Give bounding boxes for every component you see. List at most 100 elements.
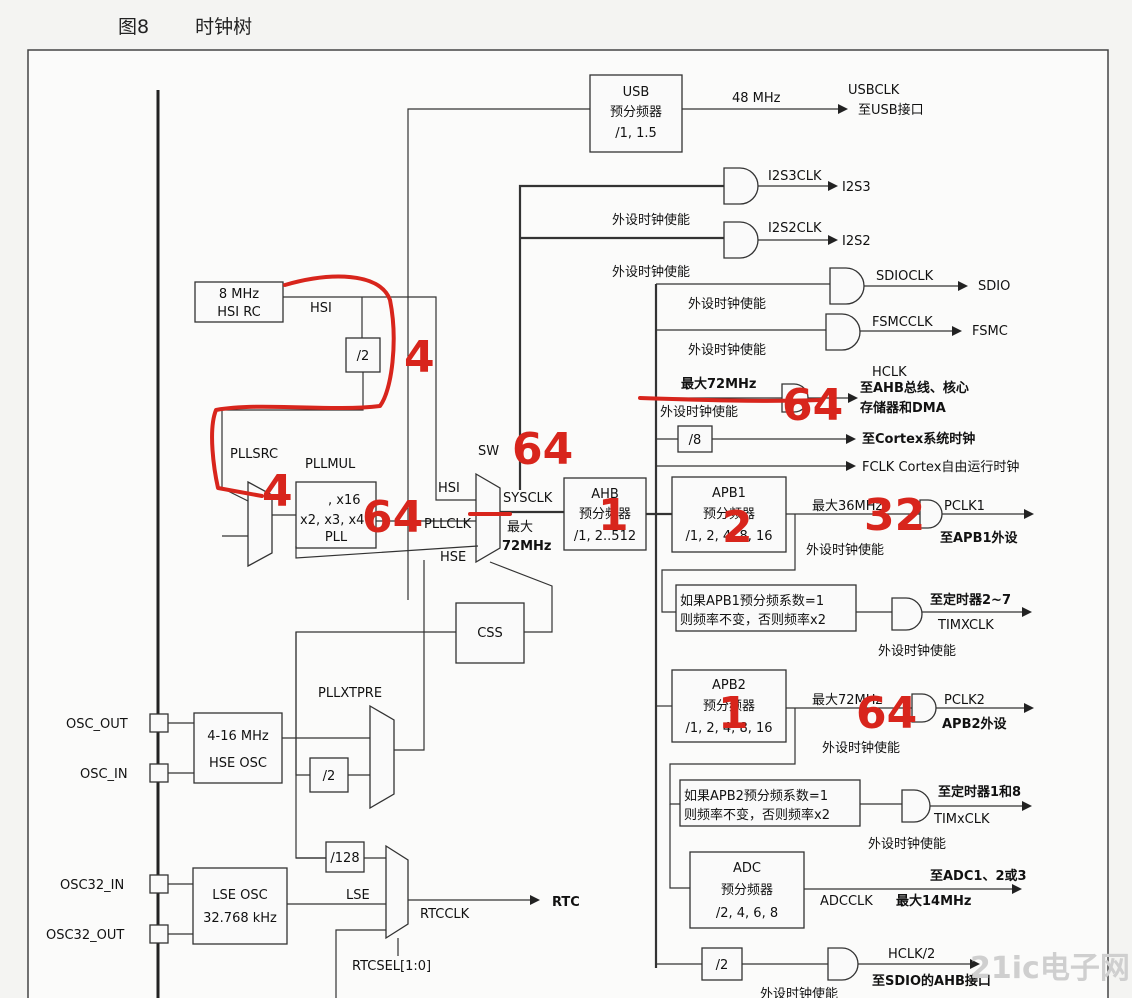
i2s3clk-label: I2S3CLK [768, 169, 822, 184]
usbclk-arrow [838, 104, 848, 114]
usb-prescaler-box [589, 74, 683, 153]
usb-freq-label: 48 MHz [732, 91, 781, 106]
red-hclk-underline [638, 396, 822, 403]
div2-hclk-box [701, 947, 743, 981]
annotation-apb1-2: 2 [722, 502, 753, 553]
pllmul-box [295, 481, 377, 549]
to-sdio-ahb-label: 至SDIO的AHB接口 [872, 973, 991, 989]
tim18-and-gate [901, 789, 931, 823]
to-adc-label: 至ADC1、2或3 [930, 868, 1027, 884]
annotation-pllsrc-4: 4 [262, 466, 293, 517]
to-usb-label: 至USB接口 [858, 102, 924, 118]
tim27-enable-label: 外设时钟使能 [878, 643, 956, 659]
css-box [455, 602, 525, 664]
annotation-pclk1-32: 32 [864, 490, 925, 541]
annotation-hclk-64: 64 [782, 380, 843, 431]
usb-prescaler-line2: 预分频器 [610, 105, 662, 120]
i2s2-and-gate [723, 221, 759, 259]
div8-label: /8 [689, 433, 702, 448]
apb2-line1: APB2 [712, 678, 746, 693]
osc-out-label: OSC_OUT [66, 717, 128, 732]
apb2-line2: 预分频器 [703, 699, 755, 714]
annotation-sw-64: 64 [512, 424, 573, 475]
pllmul-label: PLLMUL [305, 457, 356, 472]
apb2-tim-wire [669, 708, 796, 805]
hsi-rc-line2: HSI RC [217, 305, 260, 320]
i2s3-label: I2S3 [842, 180, 871, 195]
rtc-label: RTC [552, 895, 580, 910]
annotation-hsi-4: 4 [404, 332, 435, 383]
fclk-arrow [846, 461, 856, 471]
pllsrc-mux [247, 480, 273, 568]
pllclk-label: PLLCLK [424, 517, 472, 532]
div2-hsi-box [345, 337, 381, 373]
rtcclk-label: RTCCLK [420, 907, 470, 922]
pclk2-and-gate [911, 693, 937, 723]
sdio-arrow [958, 281, 968, 291]
apb1-tim-wire [661, 514, 796, 613]
timxclk2-label: TIMxCLK [933, 812, 990, 827]
div2-hse-label: /2 [323, 769, 336, 784]
to-tim27-label: 至定时器2~7 [930, 592, 1011, 608]
adcclk-arrow [1012, 884, 1022, 894]
fclk-label: FCLK Cortex自由运行时钟 [862, 459, 1019, 475]
hclk-enable-label: 外设时钟使能 [660, 404, 738, 420]
sw-label: SW [478, 444, 499, 459]
pclk1-arrow [1024, 509, 1034, 519]
pllmul-line3: PLL [325, 530, 348, 545]
osc32-in-pin [149, 874, 169, 894]
apb2-line3: /1, 2, 4, 8, 16 [685, 721, 772, 736]
adc-line3: /2, 4, 6, 8 [716, 906, 778, 921]
to-ahb-label: 至AHB总线、核心 [860, 380, 969, 396]
pllxtpre-mux [369, 704, 395, 810]
bottom-enable-label: 外设时钟使能 [760, 986, 838, 998]
pllmul-line2: x2, x3, x4 [300, 513, 364, 528]
i2s2clk-label: I2S2CLK [768, 221, 822, 236]
adc-line2: 预分频器 [721, 883, 773, 898]
pll-to-usb-wire [407, 108, 590, 600]
watermark: 21ic电子网 [970, 951, 1130, 986]
pllsrc-label: PLLSRC [230, 447, 278, 462]
hclk2-and-gate [827, 947, 859, 981]
ahb-prescaler-box [563, 477, 647, 551]
max36-label: 最大36MHz [812, 499, 883, 514]
lse-osc-box [192, 867, 288, 945]
sw-mux [475, 472, 501, 564]
hsi-rc-box [194, 281, 284, 323]
hsi-rc-line1: 8 MHz [219, 287, 259, 302]
css-label: CSS [477, 626, 503, 641]
sw-hse-label: HSE [440, 550, 466, 565]
fsmc-arrow [952, 326, 962, 336]
pclk1-and-gate [919, 499, 943, 529]
osc-in-label: OSC_IN [80, 767, 128, 782]
fsmcclk-label: FSMCCLK [872, 315, 933, 330]
div128-box [325, 841, 365, 873]
apb1-note-line2: 则频率不变，否则频率x2 [680, 612, 826, 628]
rtcsel-label: RTCSEL[1:0] [352, 959, 431, 974]
to-cortex-label: 至Cortex系统时钟 [862, 431, 975, 447]
div2-hclk-label: /2 [716, 958, 729, 973]
cortex-arrow [846, 434, 856, 444]
figure-caption: 图8 时钟树 [118, 12, 252, 39]
max72-apb2-label: 最大72MHz [812, 693, 883, 708]
rtcclk-arrow [530, 895, 540, 905]
lsi-rtc-wire [335, 929, 386, 998]
css-feedback-wire [489, 561, 553, 633]
osc-out-pin [149, 713, 169, 733]
hse-osc-line1: 4-16 MHz [207, 729, 269, 744]
apb1-line2: 预分频器 [703, 507, 755, 522]
adcclk-label: ADCCLK [820, 894, 873, 909]
tim27-and-gate [891, 597, 923, 631]
tim18-enable-label: 外设时钟使能 [868, 836, 946, 852]
sdioclk-label: SDIOCLK [876, 269, 934, 284]
lse-osc-line2: 32.768 kHz [203, 911, 277, 926]
hclk-arrow [848, 393, 858, 403]
sw-hsi-label: HSI [438, 481, 460, 496]
osc-in-pin [149, 763, 169, 783]
tim27-arrow [1022, 607, 1032, 617]
to-apb1-label: 至APB1外设 [940, 530, 1019, 546]
apb2-prescaler-box [671, 669, 787, 743]
sdio-and-gate [829, 267, 865, 305]
pclk2-arrow [1024, 703, 1034, 713]
